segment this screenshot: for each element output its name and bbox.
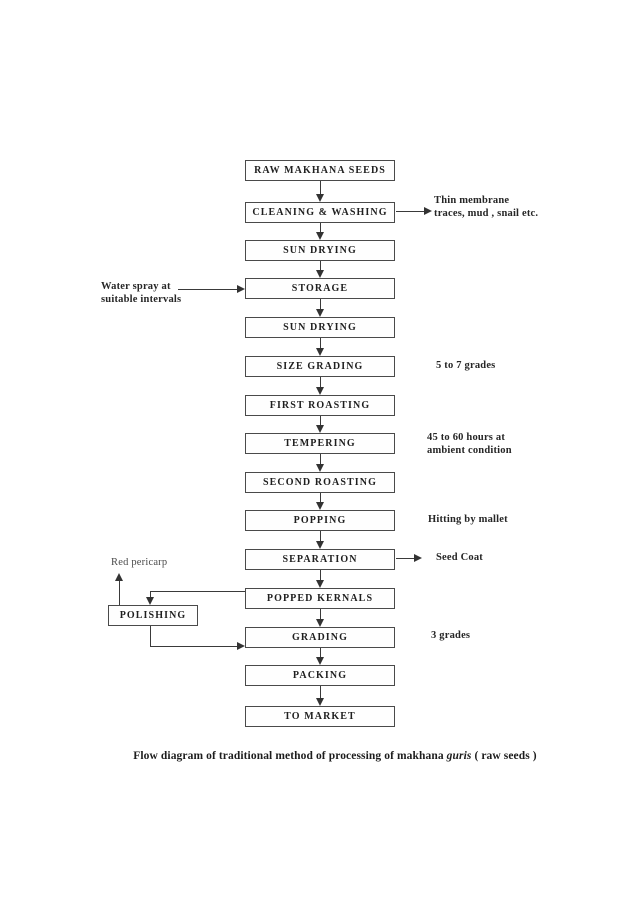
connector-8-line bbox=[320, 454, 321, 464]
polishing-to-grading-arrowhead bbox=[237, 642, 245, 650]
popping-note: Hitting by mallet bbox=[428, 514, 508, 525]
seed-coat-note: Seed Coat bbox=[436, 552, 484, 563]
connector-5-line bbox=[320, 338, 321, 348]
popped-to-polishing-hline bbox=[150, 591, 245, 592]
connector-9-arrowhead bbox=[316, 502, 324, 510]
water-spray-arrow-line bbox=[178, 289, 237, 290]
grading-note: 3 grades bbox=[431, 630, 471, 641]
polishing-to-grading-vline bbox=[150, 626, 151, 647]
water-spray-note: Water spray at suitable intervals bbox=[101, 281, 181, 306]
connector-4-arrowhead bbox=[316, 309, 324, 317]
flow-box-storage: STORAGE bbox=[245, 278, 395, 299]
polishing-to-grading-hline bbox=[150, 646, 237, 647]
connector-6-arrowhead bbox=[316, 387, 324, 395]
water-spray-arrowhead bbox=[237, 285, 245, 293]
connector-1-line bbox=[320, 181, 321, 194]
connector-13-line bbox=[320, 648, 321, 657]
connector-7-arrowhead bbox=[316, 425, 324, 433]
connector-13-arrowhead bbox=[316, 657, 324, 665]
membrane-note-line1: Thin membrane bbox=[434, 195, 510, 206]
water-spray-note-line2: suitable intervals bbox=[101, 293, 182, 305]
membrane-note: Thin membrane traces, mud , snail etc. bbox=[434, 195, 538, 220]
connector-4-line bbox=[320, 299, 321, 309]
popped-to-polishing-vline bbox=[150, 591, 151, 597]
connector-10-arrowhead bbox=[316, 541, 324, 549]
red-pericarp-arrow-line bbox=[119, 581, 120, 605]
tempering-note-line1: 45 to 60 hours at bbox=[427, 432, 506, 443]
flow-box-first-roasting: FIRST ROASTING bbox=[245, 395, 395, 416]
connector-3-arrowhead bbox=[316, 270, 324, 278]
flow-box-cleaning-washing: CLEANING & WASHING bbox=[245, 202, 395, 223]
caption-text-after: ( raw seeds ) bbox=[471, 750, 537, 762]
membrane-arrowhead bbox=[424, 207, 432, 215]
tempering-note: 45 to 60 hours at ambient condition bbox=[427, 432, 512, 457]
flow-box-polishing: POLISHING bbox=[108, 605, 198, 626]
flow-box-to-market: TO MARKET bbox=[245, 706, 395, 727]
flow-box-raw-makhana-seeds: RAW MAKHANA SEEDS bbox=[245, 160, 395, 181]
flow-box-packing: PACKING bbox=[245, 665, 395, 686]
caption-italic-word: guris bbox=[446, 750, 472, 762]
water-spray-note-line1: Water spray at bbox=[101, 281, 171, 292]
connector-14-line bbox=[320, 686, 321, 698]
flow-box-popped-kernals: POPPED KERNALS bbox=[245, 588, 395, 609]
size-grading-note: 5 to 7 grades bbox=[436, 360, 496, 371]
connector-1-arrowhead bbox=[316, 194, 324, 202]
connector-10-line bbox=[320, 531, 321, 541]
connector-6-line bbox=[320, 377, 321, 387]
diagram-caption: Flow diagram of traditional method of pr… bbox=[110, 750, 560, 762]
flow-box-tempering: TEMPERING bbox=[245, 433, 395, 454]
connector-12-line bbox=[320, 609, 321, 619]
connector-3-line bbox=[320, 261, 321, 270]
connector-11-line bbox=[320, 570, 321, 580]
red-pericarp-note: Red pericarp bbox=[111, 557, 168, 568]
flow-box-sun-drying-1: SUN DRYING bbox=[245, 240, 395, 261]
tempering-note-line2: ambient condition bbox=[427, 444, 512, 456]
flow-box-popping: POPPING bbox=[245, 510, 395, 531]
flow-box-sun-drying-2: SUN DRYING bbox=[245, 317, 395, 338]
connector-12-arrowhead bbox=[316, 619, 324, 627]
seed-coat-arrow-line bbox=[396, 558, 414, 559]
connector-11-arrowhead bbox=[316, 580, 324, 588]
connector-7-line bbox=[320, 416, 321, 425]
flow-box-size-grading: SIZE GRADING bbox=[245, 356, 395, 377]
connector-14-arrowhead bbox=[316, 698, 324, 706]
seed-coat-arrowhead bbox=[414, 554, 422, 562]
flow-box-second-roasting: SECOND ROASTING bbox=[245, 472, 395, 493]
connector-9-line bbox=[320, 493, 321, 502]
connector-2-line bbox=[320, 223, 321, 232]
popped-to-polishing-arrowhead bbox=[146, 597, 154, 605]
connector-8-arrowhead bbox=[316, 464, 324, 472]
flow-box-separation: SEPARATION bbox=[245, 549, 395, 570]
red-pericarp-arrowhead bbox=[115, 573, 123, 581]
connector-5-arrowhead bbox=[316, 348, 324, 356]
connector-2-arrowhead bbox=[316, 232, 324, 240]
flow-box-grading: GRADING bbox=[245, 627, 395, 648]
membrane-arrow-line bbox=[396, 211, 424, 212]
caption-text-before: Flow diagram of traditional method of pr… bbox=[133, 750, 447, 762]
membrane-note-line2: traces, mud , snail etc. bbox=[434, 207, 539, 219]
